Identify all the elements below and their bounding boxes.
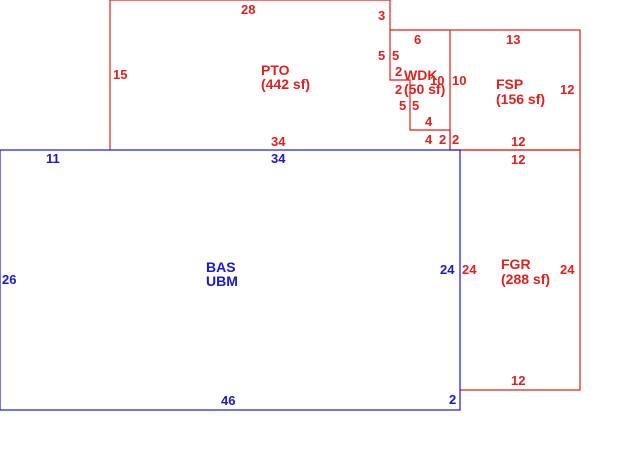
dim-pto-left: 15 [113, 67, 127, 82]
dim-wdk-6: 6 [414, 32, 421, 47]
dim-bas-left: 26 [2, 272, 16, 287]
dim-bas-right: 24 [440, 262, 455, 277]
dim-wdk-5b: 5 [412, 98, 419, 113]
dim-fgr-bottom: 12 [511, 373, 525, 388]
bas-outline [0, 149, 461, 411]
bas-name: BAS [206, 259, 236, 275]
dim-pto-5b: 5 [392, 48, 399, 63]
fsp-name: FSP [496, 76, 523, 92]
dim-pto-bottom: 34 [271, 134, 286, 149]
dim-fsp-bottom: 12 [511, 134, 525, 149]
fgr-area: (288 sf) [501, 271, 550, 287]
dim-fsp-top: 13 [506, 32, 520, 47]
dim-wdk-10b: 10 [452, 73, 466, 88]
dim-fsp-right: 12 [560, 82, 574, 97]
dim-fgr-top: 12 [511, 152, 525, 167]
dim-pto-top: 28 [241, 2, 255, 17]
dim-bas-bottom: 46 [221, 393, 235, 408]
fsp-area: (156 sf) [496, 91, 545, 107]
dim-wdk-10a: 10 [430, 73, 444, 88]
dim-wdk-5a: 5 [399, 98, 406, 113]
dim-fgr-left: 24 [462, 262, 477, 277]
dim-bas-top: 34 [271, 151, 286, 166]
dim-pto-5a: 5 [378, 48, 385, 63]
bas-sub: UBM [206, 273, 238, 289]
dim-wdk-2d: 2 [452, 132, 459, 147]
dim-fgr-right: 24 [560, 262, 575, 277]
fgr-outline [460, 149, 581, 391]
dim-wdk-4a: 4 [425, 114, 433, 129]
wdk-area: (50 sf) [404, 81, 445, 97]
pto-area: (442 sf) [261, 76, 310, 92]
dim-bas-top-left: 11 [46, 151, 60, 166]
dim-wdk-2c: 2 [439, 132, 446, 147]
pto-outline [109, 0, 451, 150]
dim-wdk-2a: 2 [395, 64, 402, 79]
dim-wdk-4b: 4 [425, 132, 433, 147]
dim-pto-3: 3 [378, 8, 385, 23]
fgr-name: FGR [501, 256, 531, 272]
dim-bas-2: 2 [449, 392, 456, 407]
wdk-name: WDK [404, 67, 437, 83]
dim-wdk-2b: 2 [395, 82, 402, 97]
pto-name: PTO [261, 62, 290, 78]
